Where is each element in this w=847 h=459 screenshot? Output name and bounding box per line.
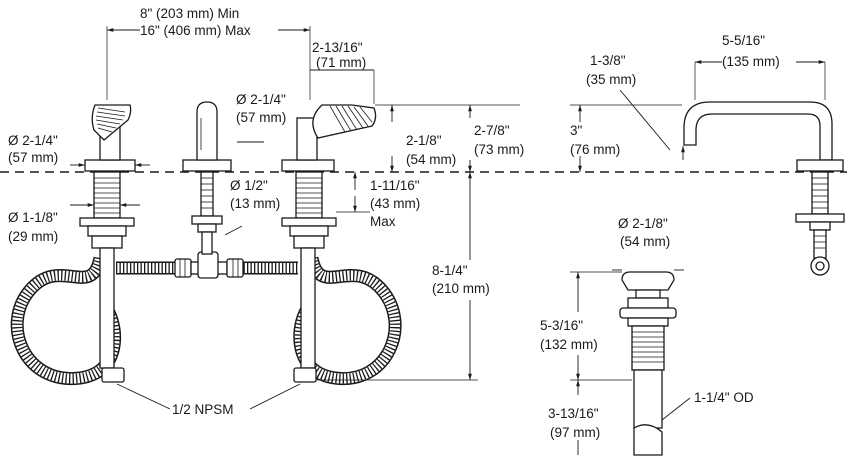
label-side-height: 3" bbox=[570, 123, 583, 138]
dimension-lines bbox=[70, 26, 826, 455]
pop-up-drain bbox=[619, 271, 677, 456]
label-spout-height-mm: (73 mm) bbox=[474, 142, 524, 157]
label-side-height-mm: (76 mm) bbox=[570, 142, 620, 157]
label-deck-max-mm: (43 mm) bbox=[370, 196, 420, 211]
label-handle-dia: Ø 2-1/4" bbox=[8, 133, 58, 148]
label-below-deck-mm: (210 mm) bbox=[432, 281, 490, 296]
label-spread-max: 16" (406 mm) Max bbox=[140, 23, 251, 38]
label-drain-dia: Ø 2-1/8" bbox=[618, 216, 668, 231]
center-spout bbox=[182, 101, 232, 255]
left-handle bbox=[79, 104, 136, 383]
label-npsm: 1/2 NPSM bbox=[172, 402, 234, 417]
label-handle-dia-mm: (57 mm) bbox=[8, 150, 58, 165]
label-drain-dia-mm: (54 mm) bbox=[620, 234, 670, 249]
label-below-deck: 8-1/4" bbox=[432, 263, 468, 278]
right-handle bbox=[281, 104, 377, 383]
label-spout-dia-mm: (57 mm) bbox=[236, 110, 286, 125]
label-spread-min: 8" (203 mm) Min bbox=[140, 6, 239, 21]
label-handle-height-mm: (54 mm) bbox=[406, 152, 456, 167]
label-drain-body: 5-3/16" bbox=[540, 318, 583, 333]
label-drain-body-mm: (132 mm) bbox=[540, 337, 598, 352]
label-deck-max-word: Max bbox=[370, 214, 396, 229]
side-view-spout bbox=[683, 101, 845, 276]
label-deck-max: 1-11/16" bbox=[370, 178, 420, 193]
label-spout-height: 2-7/8" bbox=[474, 123, 510, 138]
label-tailpiece-od: 1-1/4" OD bbox=[694, 390, 754, 405]
label-spout-reach-mm: (71 mm) bbox=[316, 55, 366, 70]
label-side-depth: 1-3/8" bbox=[590, 53, 626, 68]
label-spout-dia: Ø 2-1/4" bbox=[236, 92, 286, 107]
label-side-reach: 5-5/16" bbox=[722, 33, 765, 48]
label-spout-reach: 2-13/16" bbox=[312, 40, 363, 55]
label-tailpiece: 3-13/16" bbox=[548, 406, 599, 421]
label-valve-dia-mm: (29 mm) bbox=[8, 229, 58, 244]
tee-fitting bbox=[174, 251, 244, 279]
label-tailpiece-mm: (97 mm) bbox=[550, 425, 600, 440]
label-handle-height: 2-1/8" bbox=[406, 133, 442, 148]
label-shank-dia-mm: (13 mm) bbox=[230, 196, 280, 211]
label-side-depth-mm: (35 mm) bbox=[586, 72, 636, 87]
label-side-reach-mm: (135 mm) bbox=[722, 54, 780, 69]
label-valve-dia: Ø 1-1/8" bbox=[8, 210, 58, 225]
label-shank-dia: Ø 1/2" bbox=[230, 178, 268, 193]
